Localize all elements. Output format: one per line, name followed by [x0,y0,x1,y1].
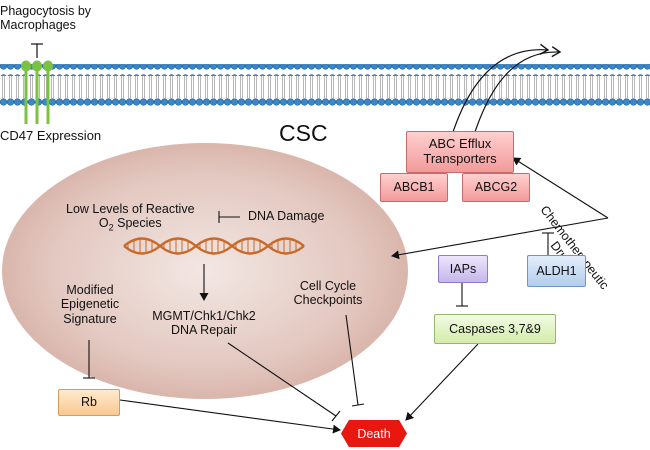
phagocytosis-label: Phagocytosis by Macrophages [0,4,92,33]
aldh1-box: ALDH1 [527,255,586,287]
rb-box: Rb [58,389,120,416]
ros-o-text: O [98,216,109,231]
epigenetic-line-2: Epigenetic [60,297,120,312]
efflux-line-1: ABC Efflux [428,136,492,152]
cell-cycle-checkpoints-label: Cell Cycle Checkpoints [278,279,378,308]
abcg2-box: ABCG2 [462,173,530,202]
efflux-line-2: Transporters [423,151,497,166]
csc-cytoplasm [2,143,408,399]
iaps-box: IAPs [438,255,488,283]
ros-line-1: Low Levels of Reactive [66,202,195,216]
ros-subscript: 2 [108,222,114,233]
checkpoint-line-1: Cell Cycle [299,279,357,293]
death-box: Death [341,420,407,447]
abc-efflux-transporters-box: ABC Efflux Transporters [406,131,514,173]
cell-membrane [0,64,650,110]
cd47-label: CD47 Expression [0,128,102,143]
dna-repair-label: MGMT/Chk1/Chk2 DNA Repair [136,309,272,338]
cd47-receptors [21,60,53,124]
abcb1-box: ABCB1 [380,173,448,202]
dna-helix-icon [123,237,305,255]
phagocytosis-line-2: Macrophages [0,18,76,33]
ros-line-2: O2 Species [66,216,195,233]
epigenetic-line-1: Modified [66,283,114,297]
epigenetic-signature-label: Modified Epigenetic Signature [40,283,140,326]
pathway-edges [83,157,609,434]
repair-line-1: MGMT/Chk1/Chk2 [152,309,256,323]
phagocytosis-line-1: Phagocytosis by [0,4,92,18]
repair-line-2: DNA Repair [171,323,237,338]
csc-label: CSC [279,120,328,146]
ros-species-text: Species [113,216,162,231]
dna-rungs [127,238,297,254]
epigenetic-line-3: Signature [63,311,117,326]
checkpoint-line-2: Checkpoints [293,293,363,308]
dna-damage-label: DNA Damage [248,209,325,223]
death-label: Death [357,426,391,441]
drug-efflux-arrows [451,43,562,136]
caspases-box: Caspases 3,7&9 [434,314,556,344]
ros-label: Low Levels of Reactive O2 Species [66,202,195,233]
cd47-inhibits-phagocytosis [31,43,43,58]
